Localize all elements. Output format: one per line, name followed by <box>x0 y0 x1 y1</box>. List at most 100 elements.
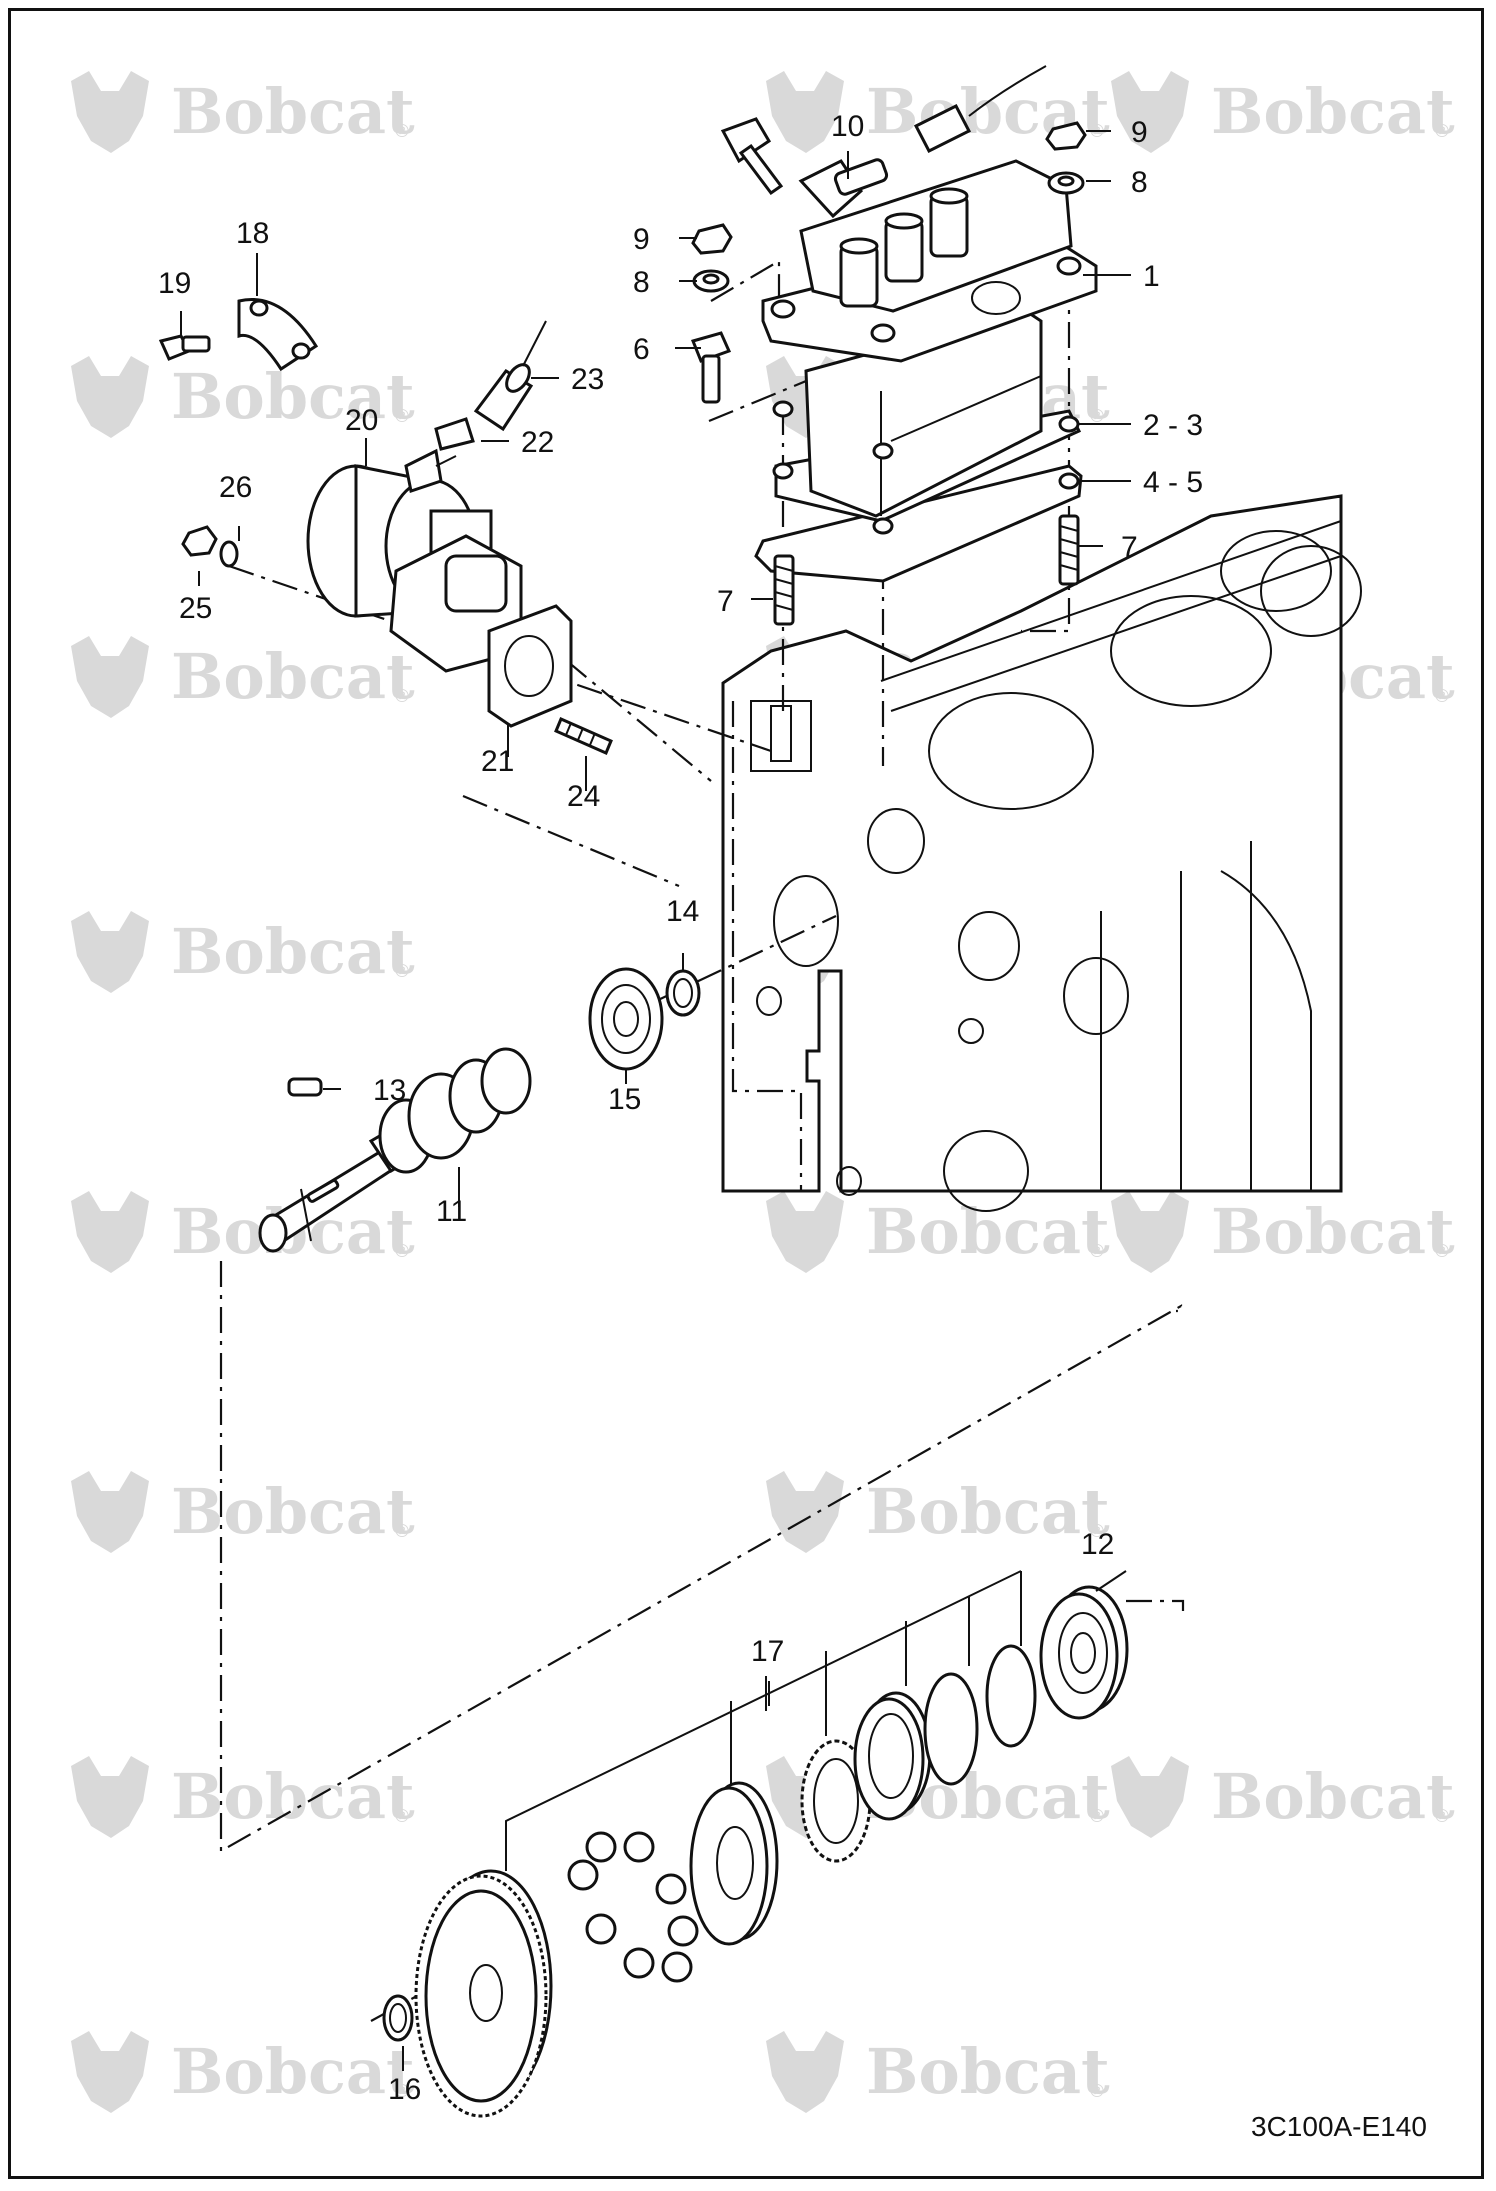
drawing-code: 3C100A-E140 <box>1251 2111 1427 2142</box>
bobcat-emblem-icon <box>71 1471 149 1553</box>
watermark-logo: Bobcat® <box>1111 1756 1455 1838</box>
diagram-frame: Bobcat®Bobcat®Bobcat®Bobcat®Bobcat®Bobca… <box>8 8 1484 2179</box>
bobcat-emblem-icon <box>71 1191 149 1273</box>
watermark-logo: Bobcat® <box>1111 1191 1455 1273</box>
callout-16: 16 <box>388 2073 421 2106</box>
watermark-text: Bobcat <box>171 640 415 713</box>
watermark-logo: Bobcat® <box>71 636 415 718</box>
exploded-parts-drawing: Bobcat®Bobcat®Bobcat®Bobcat®Bobcat®Bobca… <box>71 65 1455 2142</box>
bobcat-emblem-icon <box>766 1471 844 1553</box>
bobcat-emblem-icon <box>1111 71 1189 153</box>
banjo-fitting-10 <box>720 65 1047 219</box>
watermark-logo: Bobcat® <box>71 356 415 438</box>
watermark-registered-mark: ® <box>393 686 411 707</box>
engine-block <box>721 494 1362 1212</box>
thrust-washer <box>689 1781 779 1946</box>
thrust-balls <box>567 1831 699 1983</box>
callout-10: 10 <box>831 110 864 143</box>
callout-18: 18 <box>236 217 269 250</box>
callout-11: 11 <box>436 1195 467 1228</box>
callout-15: 15 <box>608 1083 641 1116</box>
watermark-text: Bobcat <box>866 2035 1110 2108</box>
watermark-text: Bobcat <box>171 360 415 433</box>
group-bracket-17 <box>505 1570 1022 1871</box>
watermark-registered-mark: ® <box>393 1241 411 1262</box>
watermark-logo: Bobcat® <box>766 2031 1110 2113</box>
key-13 <box>287 1077 323 1097</box>
camshaft-11 <box>258 1047 532 1253</box>
bobcat-emblem-icon <box>71 1756 149 1838</box>
watermark-text: Bobcat <box>866 1195 1110 1268</box>
watermark-logo: Bobcat® <box>71 1471 415 1553</box>
callout-13: 13 <box>373 1074 406 1107</box>
callout-7-left: 7 <box>717 585 734 618</box>
bobcat-emblem-icon <box>71 636 149 718</box>
nut-25-washer-26 <box>181 525 239 568</box>
watermark-text: Bobcat <box>171 2035 415 2108</box>
callout-1: 1 <box>1143 260 1160 293</box>
injection-pump-assembly <box>754 159 1098 583</box>
callout-12: 12 <box>1081 1528 1114 1561</box>
callout-6: 6 <box>633 333 650 366</box>
bobcat-emblem-icon <box>71 71 149 153</box>
callout-21: 21 <box>481 745 514 778</box>
watermark-text: Bobcat <box>1211 1195 1455 1268</box>
watermark-registered-mark: ® <box>1433 121 1451 142</box>
watermark-registered-mark: ® <box>393 961 411 982</box>
callout-8-left: 8 <box>633 266 650 299</box>
callout-19: 19 <box>158 267 191 300</box>
callout-25: 25 <box>179 592 212 625</box>
watermark-registered-mark: ® <box>1433 1806 1451 1827</box>
watermark-registered-mark: ® <box>1088 406 1106 427</box>
callout-26: 26 <box>219 471 252 504</box>
callout-20: 20 <box>345 404 378 437</box>
callout-24: 24 <box>567 780 600 813</box>
callout-9-left: 9 <box>633 223 650 256</box>
callout-14: 14 <box>666 895 699 928</box>
callout-7-right: 7 <box>1121 531 1138 564</box>
bearing-cup <box>853 1691 932 1821</box>
watermark-text: Bobcat <box>171 915 415 988</box>
snap-ring-14 <box>665 969 701 1017</box>
bobcat-emblem-icon <box>1111 1191 1189 1273</box>
watermark-logo: Bobcat® <box>766 1471 1110 1553</box>
bolt-6 <box>690 331 732 404</box>
bobcat-emblem-icon <box>71 2031 149 2113</box>
bolt-19 <box>158 334 211 361</box>
watermark-logo: Bobcat® <box>71 2031 415 2113</box>
bobcat-emblem-icon <box>71 356 149 438</box>
watermark-text: Bobcat <box>866 1475 1110 1548</box>
callout-23: 23 <box>571 363 604 396</box>
bobcat-emblem-icon <box>766 1191 844 1273</box>
watermark-logo: Bobcat® <box>71 911 415 993</box>
callout-8-right: 8 <box>1131 166 1148 199</box>
watermark-text: Bobcat <box>1211 1760 1455 1833</box>
watermark-registered-mark: ® <box>1088 1521 1106 1542</box>
bobcat-emblem-icon <box>71 911 149 993</box>
watermark-registered-mark: ® <box>393 1806 411 1827</box>
watermark-logo: Bobcat® <box>71 1191 415 1273</box>
stud-24 <box>554 717 613 755</box>
watermark-text: Bobcat <box>171 75 415 148</box>
leader-lines <box>180 130 1131 2071</box>
watermark-logo: Bobcat® <box>766 1191 1110 1273</box>
watermark-text: Bobcat <box>171 1760 415 1833</box>
watermark-logo: Bobcat® <box>71 71 415 153</box>
idler-gear <box>414 1869 553 2118</box>
bobcat-emblem-icon <box>766 2031 844 2113</box>
callout-9-right: 9 <box>1131 116 1148 149</box>
callout-labels: 1 2 - 3 4 - 5 6 7 7 8 8 9 9 10 11 12 13 … <box>158 110 1203 2106</box>
watermark-registered-mark: ® <box>1433 1241 1451 1262</box>
watermark-logo: Bobcat® <box>71 1756 415 1838</box>
callout-4-5: 4 - 5 <box>1143 466 1203 499</box>
o-rings <box>923 1644 1037 1786</box>
watermark-registered-mark: ® <box>1088 2081 1106 2102</box>
watermark-text: Bobcat <box>1211 75 1455 148</box>
watermark-logo: Bobcat® <box>1111 71 1455 153</box>
watermark-registered-mark: ® <box>393 2081 411 2102</box>
watermark-registered-mark: ® <box>1433 686 1451 707</box>
bobcat-emblem-icon <box>766 71 844 153</box>
stud-bolt-7 <box>773 514 1080 626</box>
hose-23-clamp-22 <box>434 320 547 451</box>
nut-washer-group <box>691 121 1087 293</box>
